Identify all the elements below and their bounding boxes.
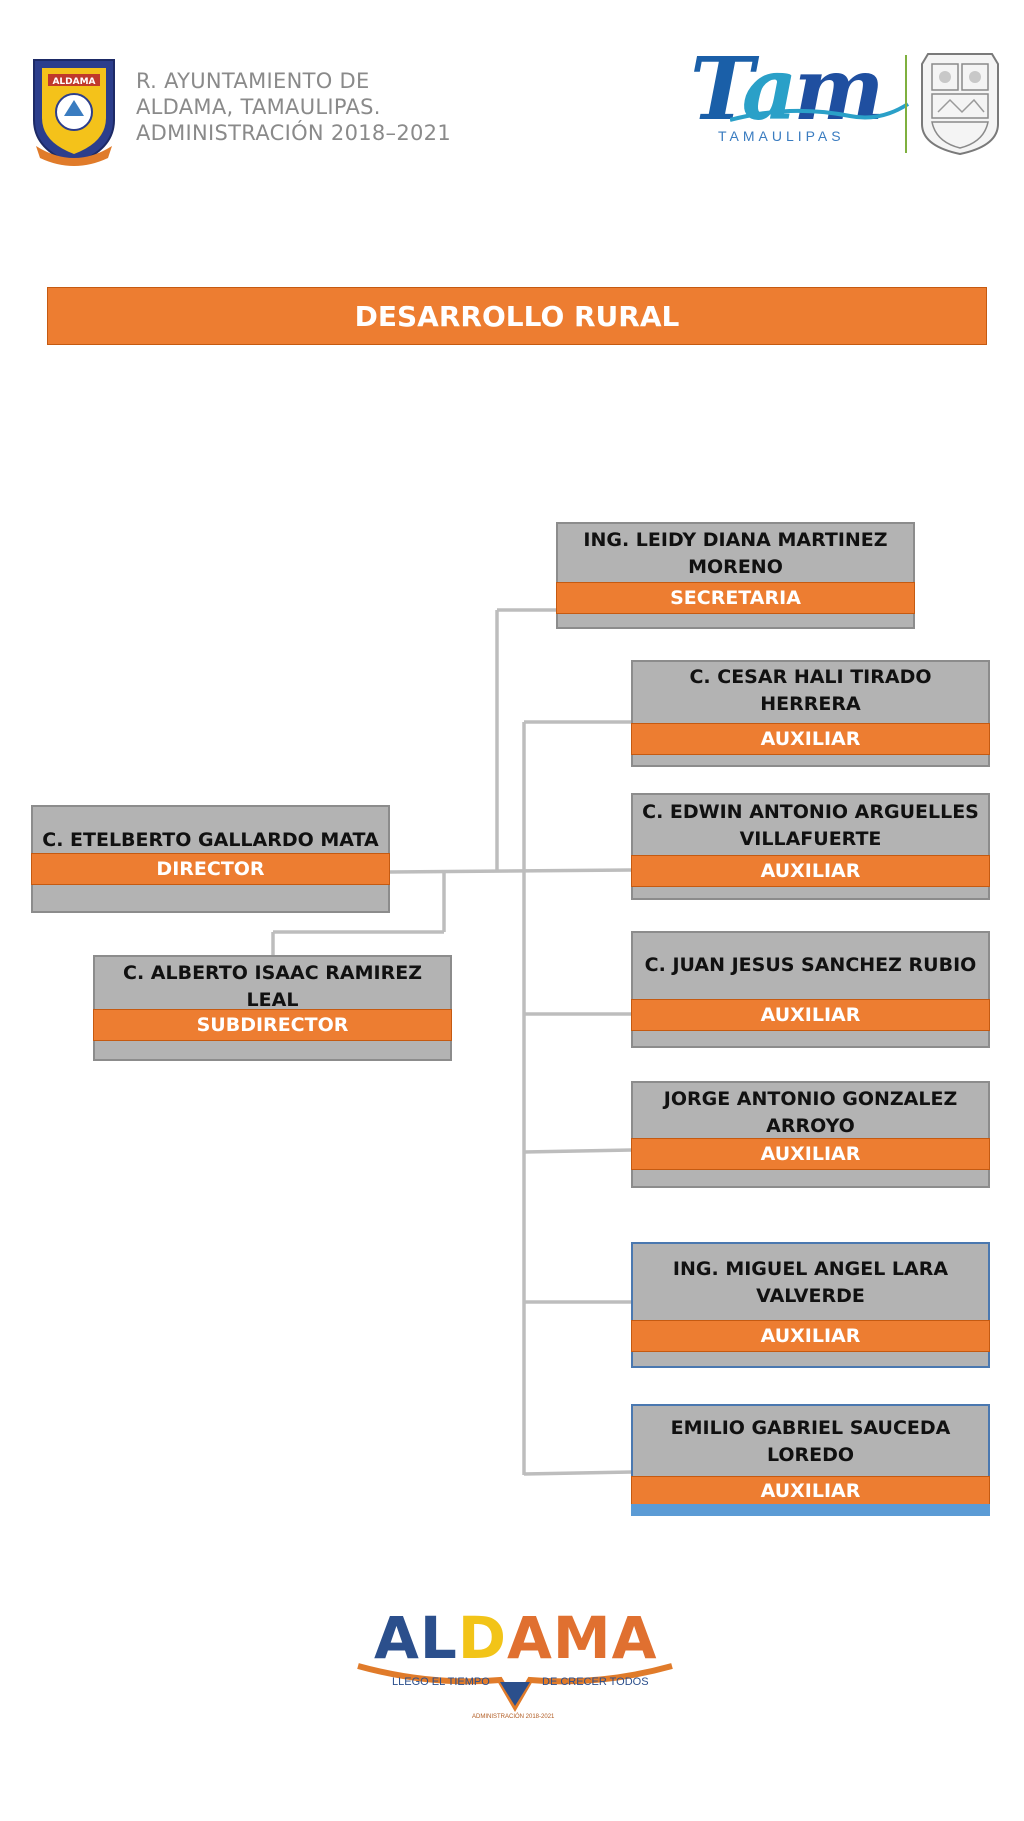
aldama-logo-swoosh bbox=[357, 1663, 673, 1713]
municipality-line: R. AYUNTAMIENTO DE bbox=[136, 69, 370, 93]
aldama-logo-letter: A bbox=[611, 1604, 658, 1672]
footer-admin-text: ADMINISTRACIÓN 2018-2021 bbox=[472, 1714, 555, 1720]
tam-swoosh-graphic bbox=[730, 102, 910, 122]
person-name: C. ETELBERTO GALLARDO MATA bbox=[42, 828, 379, 851]
person-name: C. JUAN JESUS SANCHEZ RUBIO bbox=[644, 953, 977, 976]
person-role: AUXILIAR bbox=[631, 723, 990, 755]
person-role: AUXILIAR bbox=[631, 1476, 990, 1506]
org-box-auxiliar: C. CESAR HALI TIRADO HERRERA AUXILIAR bbox=[631, 660, 990, 767]
person-name: ING. LEIDY DIANA MARTINEZ MORENO bbox=[583, 529, 888, 578]
person-role: AUXILIAR bbox=[631, 1138, 990, 1170]
person-role: AUXILIAR bbox=[631, 855, 990, 887]
person-name: C. CESAR HALI TIRADO HERRERA bbox=[689, 666, 932, 715]
org-box-auxiliar: JORGE ANTONIO GONZALEZ ARROYO AUXILIAR bbox=[631, 1081, 990, 1188]
aldama-logo-letter: A bbox=[507, 1604, 553, 1672]
connector-auxiliar-4 bbox=[523, 1148, 633, 1154]
tam-logo-letter: T bbox=[690, 39, 746, 140]
aldama-logo-letter: L bbox=[419, 1604, 458, 1672]
person-name: C. EDWIN ANTONIO ARGUELLES VILLAFUERTE bbox=[642, 801, 979, 850]
footer-tagline-right: DE CRECER TODOS bbox=[542, 1676, 649, 1688]
org-box-auxiliar: C. EDWIN ANTONIO ARGUELLES VILLAFUERTE A… bbox=[631, 793, 990, 900]
administration-line: ADMINISTRACIÓN 2018–2021 bbox=[136, 121, 452, 145]
aldama-coat-of-arms-logo: ALDAMA bbox=[33, 59, 115, 166]
tam-tamaulipas-logo: Tam TAMAULIPAS bbox=[690, 39, 910, 160]
aldama-footer-logo: ALDAMA LLEGO EL TIEMPO DE CRECER TODOS A… bbox=[350, 1600, 680, 1730]
department-title: DESARROLLO RURAL bbox=[354, 299, 680, 333]
person-role: DIRECTOR bbox=[31, 853, 390, 885]
connector-director-trunk bbox=[389, 868, 633, 874]
aldama-logo-letter: M bbox=[552, 1604, 612, 1672]
org-box-auxiliar: C. JUAN JESUS SANCHEZ RUBIO AUXILIAR bbox=[631, 931, 990, 1048]
logo-divider bbox=[905, 55, 907, 153]
person-name: EMILIO GABRIEL SAUCEDA LOREDO bbox=[670, 1417, 951, 1466]
tam-logo-subtext: TAMAULIPAS bbox=[718, 128, 845, 144]
aldama-logo-letter: A bbox=[374, 1604, 420, 1672]
svg-text:ALDAMA: ALDAMA bbox=[52, 77, 95, 87]
person-name: C. ALBERTO ISAAC RAMIREZ LEAL bbox=[123, 962, 422, 1011]
org-box-auxiliar: ING. MIGUEL ANGEL LARA VALVERDE AUXILIAR bbox=[631, 1242, 990, 1368]
person-role: AUXILIAR bbox=[631, 999, 990, 1031]
tam-logo-letter: m bbox=[793, 39, 885, 140]
department-title-bar: DESARROLLO RURAL bbox=[47, 287, 987, 345]
aldama-logo-letter: D bbox=[457, 1604, 508, 1672]
org-box-secretaria: ING. LEIDY DIANA MARTINEZ MORENO SECRETA… bbox=[556, 522, 915, 629]
tam-logo-word: Tam bbox=[690, 39, 885, 140]
person-name: JORGE ANTONIO GONZALEZ ARROYO bbox=[663, 1088, 958, 1137]
org-box-director: C. ETELBERTO GALLARDO MATA DIRECTOR bbox=[31, 805, 390, 913]
org-box-auxiliar: EMILIO GABRIEL SAUCEDA LOREDO AUXILIAR bbox=[631, 1404, 990, 1516]
municipality-line: ALDAMA, TAMAULIPAS. bbox=[136, 95, 381, 119]
person-role: SECRETARIA bbox=[556, 582, 915, 614]
org-box-subdirector: C. ALBERTO ISAAC RAMIREZ LEAL SUBDIRECTO… bbox=[93, 955, 452, 1061]
aldama-logo-word: ALDAMA bbox=[374, 1608, 658, 1668]
tamaulipas-state-seal bbox=[921, 53, 999, 156]
blue-strip bbox=[631, 1504, 990, 1516]
person-name: ING. MIGUEL ANGEL LARA VALVERDE bbox=[672, 1258, 949, 1307]
person-role: SUBDIRECTOR bbox=[93, 1009, 452, 1041]
footer-tagline-left: LLEGO EL TIEMPO bbox=[392, 1676, 490, 1688]
connector-auxiliar-6 bbox=[523, 1470, 633, 1476]
municipality-name: R. AYUNTAMIENTO DE ALDAMA, TAMAULIPAS. A… bbox=[136, 68, 451, 146]
person-role: AUXILIAR bbox=[631, 1320, 990, 1352]
tam-logo-letter: a bbox=[741, 39, 798, 140]
